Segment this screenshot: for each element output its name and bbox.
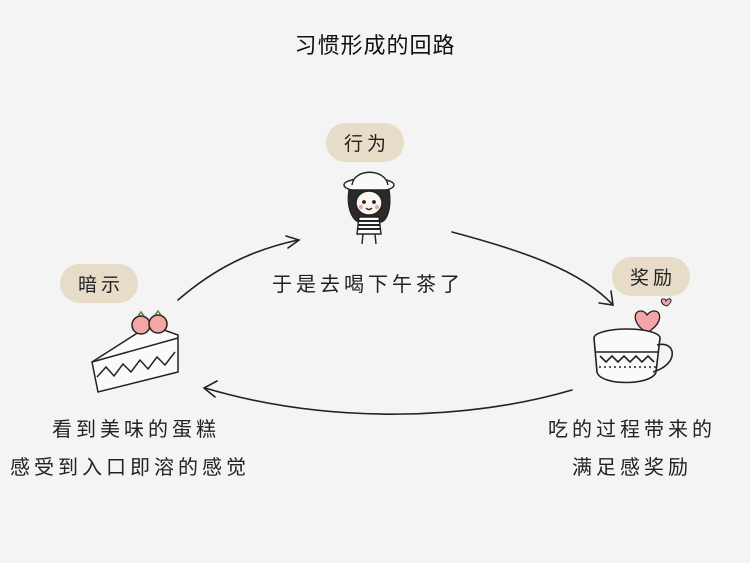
reward-tag: 奖励: [612, 257, 691, 296]
arrowhead-reward-to-cue: [202, 380, 218, 398]
cup-icon: [593, 328, 673, 384]
behavior-tag: 行为: [326, 123, 405, 162]
cue-caption-line1: 看到美味的蛋糕: [52, 417, 220, 441]
reward-caption-line1: 吃的过程带来的: [548, 417, 716, 441]
arrowhead-cue-to-behavior: [285, 235, 301, 249]
heart-icon: [634, 298, 672, 335]
behavior-caption: 于是去喝下午茶了: [272, 272, 464, 296]
loop-arrows: [177, 231, 614, 415]
arrow-cue-to-behavior: [177, 239, 299, 301]
reward-caption-line2: 满足感奖励: [572, 455, 692, 479]
diagram-title: 习惯形成的回路: [294, 34, 456, 59]
cue-caption-line2: 感受到入口即溶的感觉: [10, 455, 250, 479]
arrow-reward-to-cue: [204, 387, 573, 415]
cake-icon: [91, 309, 179, 393]
arrow-behavior-to-reward: [451, 231, 613, 305]
girl-icon: [343, 171, 395, 245]
cue-tag: 暗示: [60, 264, 139, 303]
arrowhead-behavior-to-reward: [598, 290, 614, 306]
